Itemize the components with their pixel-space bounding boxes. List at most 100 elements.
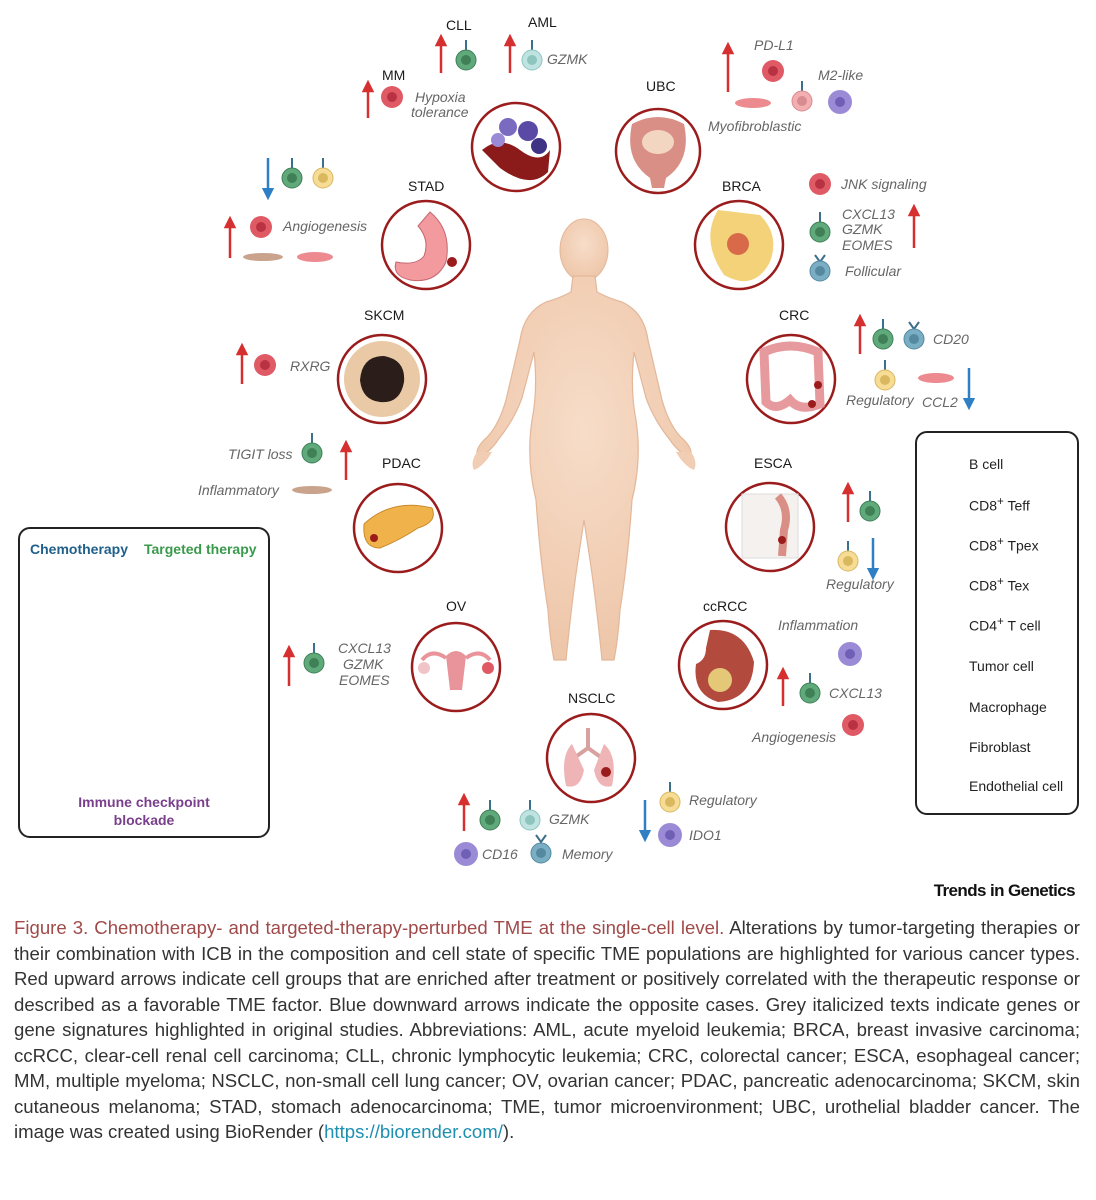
cell-cll-teff — [455, 40, 477, 71]
annot-crc-ccl2: CCL2 — [922, 394, 958, 410]
organ-skcm — [336, 333, 428, 425]
cell-crc-cd4 — [874, 360, 896, 391]
cell-stad-tumor — [250, 216, 272, 238]
legend-cd8-teff-text: CD8 — [969, 497, 998, 514]
cell-aml-tpex — [521, 40, 543, 71]
organ-ccrcc — [677, 619, 769, 711]
organ-stad — [380, 199, 472, 291]
journal-brand: Trends in Genetics — [933, 881, 1076, 900]
legend-cd4: CD4+ T cell — [969, 615, 1041, 634]
cell-ubc-macrophage — [828, 90, 852, 114]
organ-ubc — [614, 107, 702, 195]
cell-crc-bcell — [903, 321, 925, 350]
cell-stad-fibroblast — [243, 253, 283, 261]
cell-ubc-tex — [791, 81, 813, 112]
legend-cd8-tpex-suffix: Tpex — [1003, 537, 1039, 554]
cell-nsclc-teff — [479, 800, 501, 831]
cell-ccrcc-tumor — [842, 714, 864, 736]
legend-fibroblast: Fibroblast — [969, 739, 1031, 755]
annot-ov-gzmk: GZMK — [343, 656, 384, 672]
label-ccrcc: ccRCC — [703, 598, 748, 614]
cell-brca-teff — [809, 212, 831, 243]
legend-cd8-tex-text: CD8 — [969, 577, 998, 594]
organ-crc — [745, 333, 837, 425]
legend-macrophage: Macrophage — [969, 699, 1047, 715]
legend-cd4-sup: + — [997, 615, 1004, 628]
annot-skcm-rxrg: RXRG — [290, 358, 331, 374]
legend-box: B cell CD8+ Teff CD8+ Tpex CD8+ Tex CD4+… — [915, 431, 1079, 815]
cell-brca-bcell — [809, 254, 831, 282]
annot-stad-angio: Angiogenesis — [283, 218, 368, 234]
label-pdac: PDAC — [382, 455, 421, 471]
cell-crc-endothelial — [918, 373, 954, 383]
cell-ccrcc-macrophage — [838, 642, 862, 666]
annot-nsclc-memory: Memory — [562, 846, 613, 862]
label-cll: CLL — [446, 17, 472, 33]
legend-cd8-tex-sup: + — [997, 575, 1004, 588]
annot-brca-gzmk: GZMK — [842, 221, 883, 237]
label-ov: OV — [446, 598, 467, 614]
label-ubc: UBC — [646, 78, 676, 94]
legend-cd8-teff: CD8+ Teff — [969, 495, 1030, 514]
label-stad: STAD — [408, 178, 445, 194]
annot-ubc-m2: M2-like — [818, 67, 864, 83]
cell-stad-endothelial — [297, 252, 333, 262]
label-mm: MM — [382, 67, 406, 83]
label-brca: BRCA — [722, 178, 761, 194]
organ-brca — [693, 199, 785, 291]
annot-ubc-myo: Myofibroblastic — [708, 118, 802, 134]
label-esca: ESCA — [754, 455, 793, 471]
annot-nsclc-gzmk: GZMK — [549, 811, 590, 827]
organ-ov — [410, 621, 502, 713]
annot-ccrcc-angio: Angiogenesis — [752, 729, 837, 745]
annot-nsclc-ido1: IDO1 — [689, 827, 722, 843]
cell-nsclc-macrophage — [454, 842, 478, 866]
legend-cd8-tpex-sup: + — [997, 535, 1004, 548]
cell-nsclc-cd4 — [659, 782, 681, 813]
annot-brca-cxcl13: CXCL13 — [842, 206, 895, 222]
label-skcm: SKCM — [364, 307, 405, 323]
cell-pdac-teff — [301, 433, 323, 464]
biorender-link[interactable]: https://biorender.com/ — [324, 1121, 503, 1142]
therapy-icb-label-2: blockade — [113, 812, 175, 828]
legend-cd8-teff-sup: + — [997, 495, 1004, 508]
organ-nsclc — [545, 712, 637, 804]
organ-pdac — [352, 482, 444, 574]
label-aml: AML — [528, 14, 557, 30]
annot-esca-regulatory: Regulatory — [826, 576, 894, 592]
human-body-icon — [472, 218, 696, 661]
caption-body: Alterations by tumor-targeting therapies… — [14, 917, 1080, 1142]
cell-skcm-tumor — [254, 354, 276, 376]
cell-ov-teff — [303, 643, 325, 674]
annot-mm-hypoxia-1: Hypoxia — [415, 89, 466, 105]
cell-mm-tumor — [381, 86, 403, 108]
cell-ubc-tumor — [762, 60, 784, 82]
annot-ov-cxcl13: CXCL13 — [338, 640, 391, 656]
legend-cd8-tex: CD8+ Tex — [969, 575, 1029, 594]
legend-tumor: Tumor cell — [969, 658, 1034, 674]
legend-cd4-suffix: T cell — [1003, 617, 1041, 634]
label-nsclc: NSCLC — [568, 690, 616, 706]
annot-brca-jnk: JNK signaling — [841, 176, 927, 192]
cell-nsclc-tpex — [519, 800, 541, 831]
organ-mm — [470, 101, 562, 193]
cell-brca-tumor — [809, 173, 831, 195]
annot-aml-gzmk: GZMK — [547, 51, 588, 67]
legend-cd8-tpex-text: CD8 — [969, 537, 998, 554]
legend-cd4-text: CD4 — [969, 617, 998, 634]
cell-ccrcc-teff — [799, 673, 821, 704]
therapy-chemo-label: Chemotherapy — [30, 541, 129, 557]
legend-cd8-tex-suffix: Tex — [1003, 577, 1030, 594]
legend-b-cell: B cell — [969, 456, 1004, 472]
annot-ccrcc-cxcl13: CXCL13 — [829, 685, 882, 701]
annot-ccrcc-inflammation: Inflammation — [778, 617, 859, 633]
organ-esca — [724, 481, 816, 573]
annot-nsclc-regulatory: Regulatory — [689, 792, 757, 808]
figure-caption: Figure 3. Chemotherapy- and targeted-the… — [14, 915, 1080, 1145]
annot-mm-hypoxia-2: tolerance — [411, 104, 469, 120]
annot-ubc-pdl1: PD-L1 — [754, 37, 794, 53]
label-crc: CRC — [779, 307, 810, 323]
annot-ov-eomes: EOMES — [339, 672, 390, 688]
cell-ubc-endothelial — [735, 98, 771, 108]
cell-nsclc-bcell — [530, 834, 552, 864]
